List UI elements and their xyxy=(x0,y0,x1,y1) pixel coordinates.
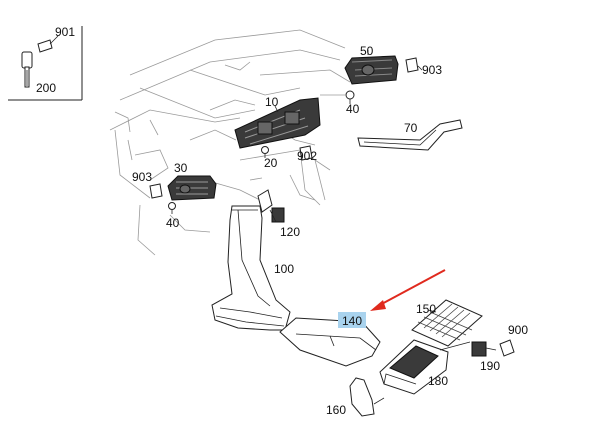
callout-903-a: 903 xyxy=(422,63,442,77)
part-200-sensor xyxy=(21,51,33,88)
inset-box: 901 200 xyxy=(8,25,83,101)
callout-10: 10 xyxy=(265,95,279,109)
part-50-vent xyxy=(344,55,399,85)
part-20-screw xyxy=(261,146,269,158)
callout-150: 150 xyxy=(416,302,436,316)
callout-40-a: 40 xyxy=(346,102,360,116)
part-190-connector xyxy=(471,341,497,357)
red-pointer-arrow xyxy=(370,269,446,311)
part-150-grille xyxy=(411,299,483,347)
callout-180: 180 xyxy=(428,374,448,388)
highlight-box xyxy=(338,312,366,328)
callout-100: 100 xyxy=(274,262,294,276)
callout-30: 30 xyxy=(174,161,188,175)
callout-901: 901 xyxy=(55,25,75,39)
callout-160: 160 xyxy=(326,403,346,417)
callout-40-b: 40 xyxy=(166,216,180,230)
part-180-control-module xyxy=(379,339,471,395)
part-903-clip-a xyxy=(405,57,419,73)
callout-140: 140 xyxy=(342,314,362,328)
part-160-bracket xyxy=(349,377,385,417)
callout-903-b: 903 xyxy=(132,170,152,184)
part-120-connector xyxy=(257,189,285,223)
callout-190: 190 xyxy=(480,359,500,373)
callout-50: 50 xyxy=(360,44,374,58)
part-900-clip xyxy=(499,339,515,357)
part-10-center-vent xyxy=(234,97,321,149)
part-901-clip xyxy=(37,39,53,53)
callout-120: 120 xyxy=(280,225,300,239)
callout-902: 902 xyxy=(297,149,317,163)
part-70-duct xyxy=(357,119,463,151)
part-40-screw-a xyxy=(345,90,355,104)
part-903-clip-b xyxy=(149,183,163,199)
part-140-panel xyxy=(279,317,381,367)
part-100-air-duct xyxy=(211,205,291,331)
part-902-clip xyxy=(299,145,313,161)
part-40-screw-b xyxy=(168,202,176,214)
callout-140-highlight: 140 xyxy=(338,312,366,328)
callout-70: 70 xyxy=(404,121,418,135)
callout-20: 20 xyxy=(264,156,278,170)
callout-900: 900 xyxy=(508,323,528,337)
part-30-left-vent xyxy=(167,175,217,201)
callout-200: 200 xyxy=(36,81,56,95)
